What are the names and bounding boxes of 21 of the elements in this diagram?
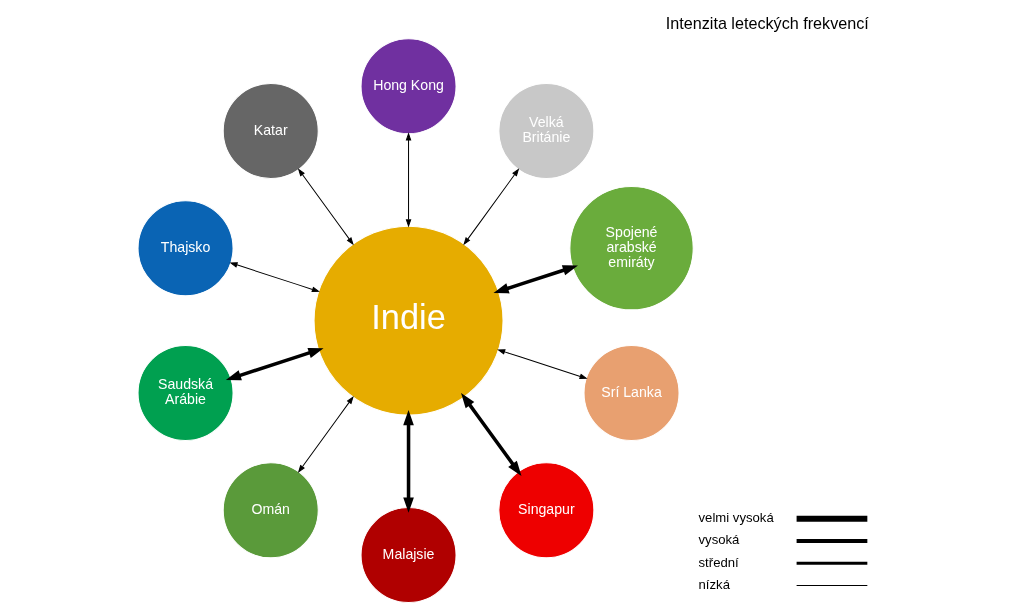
node-circle: Thajsko (137, 200, 234, 297)
legend-label: velmi vysoká (698, 510, 774, 526)
node-circle: Hong Kong (360, 38, 457, 135)
node-circle: Saudská Arábie (137, 345, 234, 442)
legend-label: nízká (698, 576, 730, 592)
arrow (460, 392, 521, 477)
arrow (228, 262, 320, 293)
node-circle: Srí Lanka (583, 345, 680, 442)
arrow (462, 168, 519, 246)
diagram-title: Intenzita leteckých frekvencí (665, 14, 869, 33)
arrow (405, 132, 411, 228)
legend-label: vysoká (698, 532, 739, 548)
arrow (225, 347, 324, 381)
arrow (297, 396, 354, 473)
node-circle: Malajsie (360, 507, 457, 604)
arrow (402, 409, 414, 513)
arrow (297, 168, 354, 246)
node-circle: Spojené arabské emiráty (568, 186, 694, 311)
arrow (496, 349, 588, 380)
legend-label: střední (698, 554, 739, 570)
arrow (493, 265, 578, 294)
